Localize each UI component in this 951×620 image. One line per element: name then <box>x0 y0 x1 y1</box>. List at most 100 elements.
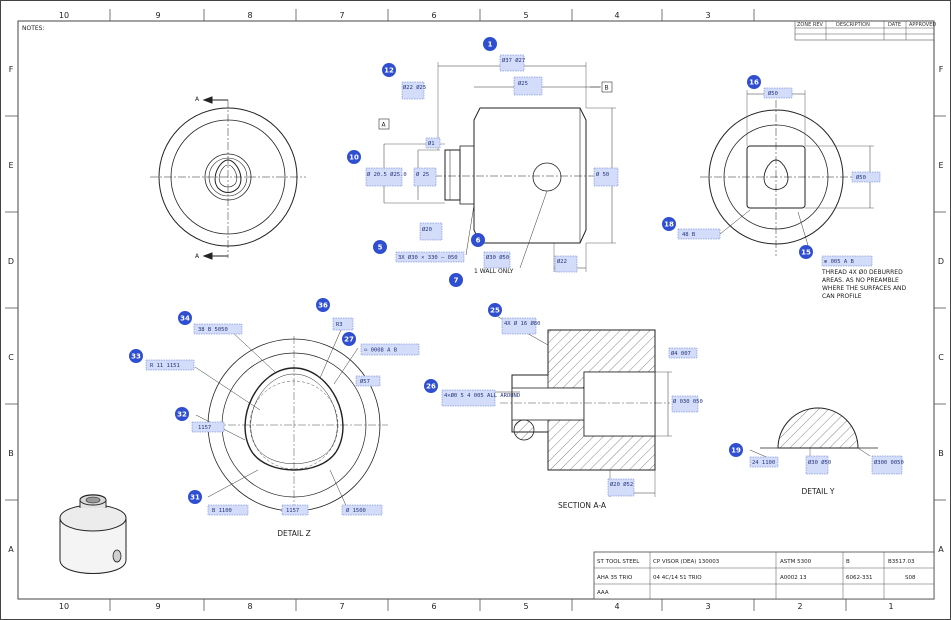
zone-left-1: E <box>8 161 13 170</box>
zone-top-5: 5 <box>523 11 528 20</box>
callout-19[interactable]: 19 24 1100 <box>729 443 779 468</box>
tb-r1-c4: B3517.03 <box>888 559 915 565</box>
callout-15-text: ⊕ 005 A B <box>824 259 854 265</box>
note-15-line-2: AREAS. AS NO PREAMBLE <box>822 277 899 284</box>
tb-r3-c0: AAA <box>597 590 609 596</box>
zone-bottom-0: 10 <box>59 602 69 611</box>
callout-36[interactable]: 36 R3 <box>316 298 354 331</box>
datum-a: A <box>378 118 390 130</box>
detail-y-view <box>749 407 878 474</box>
tb-r1-c1: CP VISOR (DEA) 130003 <box>653 559 720 565</box>
tb-r2-c1: 04 4C/14 51 TRIO <box>653 575 702 581</box>
revision-table: ZONE REV DESCRIPTION DATE APPROVED <box>794 20 936 41</box>
callout-36-text: R3 <box>336 322 343 328</box>
callout-16-text: Ø50 <box>768 90 778 97</box>
callout-15[interactable]: 15 ⊕ 005 A B <box>799 245 873 267</box>
zone-bottom-7: 3 <box>705 602 710 611</box>
zone-top-6: 4 <box>614 11 619 20</box>
zone-top-1: 9 <box>155 11 160 20</box>
callout-1[interactable]: 1 Ø37 Ø27 <box>483 37 525 72</box>
zone-left-2: D <box>8 257 14 266</box>
zone-bottom-4: 6 <box>431 602 436 611</box>
callout-12[interactable]: 12 Ø22 Ø25 <box>382 63 426 100</box>
callout-1-text: Ø37 Ø27 <box>502 57 525 64</box>
dimension-labels: Ø1 Ø25 Ø 50 Ø 25 Ø20 Ø22 Ø50 Ø4 007 Ø 03… <box>281 76 904 516</box>
zone-right-1: E <box>938 161 943 170</box>
callout-5-text: 3X Ø30 × 330 – 050 <box>398 254 458 261</box>
balloon-19: 19 <box>731 447 741 455</box>
zone-left-4: B <box>8 449 14 458</box>
balloon-7: 7 <box>454 277 459 285</box>
dim-sec1: Ø4 007 <box>671 350 691 357</box>
callout-7[interactable]: 7 1 WALL ONLY <box>449 268 514 287</box>
zone-top-3: 7 <box>339 11 344 20</box>
balloon-26: 26 <box>426 383 436 391</box>
callout-25[interactable]: 25 4X Ø 16 Ø80 <box>488 303 540 335</box>
zone-bottom-3: 7 <box>339 602 344 611</box>
callout-6-text: Ø30 Ø50 <box>486 254 509 261</box>
callout-33[interactable]: 33 R 11 1151 <box>129 349 195 371</box>
note-15-line-3: WHERE THE SURFACES AND <box>822 285 907 292</box>
callout-18[interactable]: 18 48 B <box>662 217 721 240</box>
dim-z2: 1157 <box>286 508 299 514</box>
zone-labels-top: 10 9 8 7 6 5 4 3 <box>59 11 711 20</box>
tb-r1-c0: ST TOOL STEEL <box>597 559 640 565</box>
dim-sec2: Ø 030 050 <box>673 398 703 405</box>
tb-r2-c0: AHA 35 TRIO <box>597 575 633 581</box>
balloon-5: 5 <box>378 244 383 252</box>
balloon-10: 10 <box>349 154 359 162</box>
rev-header-approved: APPROVED <box>909 22 936 28</box>
title-block: ST TOOL STEEL CP VISOR (DEA) 130003 ASTM… <box>593 551 935 600</box>
tb-r2-c4: S08 <box>905 575 916 581</box>
callout-5[interactable]: 5 3X Ø30 × 330 – 050 <box>373 240 465 263</box>
callout-31-text: B 1100 <box>212 508 232 514</box>
zone-right-0: F <box>939 65 944 74</box>
section-a-a-view <box>494 314 672 497</box>
zone-bottom-6: 4 <box>614 602 619 611</box>
balloon-12: 12 <box>384 67 394 75</box>
callout-31[interactable]: 31 B 1100 <box>188 490 249 516</box>
callout-10[interactable]: 10 Ø 20.5 Ø25.0 <box>347 150 407 187</box>
front-view <box>150 96 306 260</box>
dim-z3: Ø 1500 <box>346 507 366 514</box>
callout-25-text: 4X Ø 16 Ø80 <box>504 320 540 327</box>
zone-bottom-1: 9 <box>155 602 160 611</box>
zone-labels-side: F E D C B A F E D C B A <box>8 65 944 554</box>
dim-y1: Ø30 Ø50 <box>808 459 831 466</box>
balloon-33: 33 <box>131 353 141 361</box>
zone-top-2: 8 <box>247 11 252 20</box>
zone-bottom-8: 2 <box>797 602 802 611</box>
tb-r2-c2: A0002 13 <box>780 575 807 581</box>
section-marker-a-bottom: A <box>195 253 200 260</box>
callout-27[interactable]: 27 ⌓ 0008 A B <box>342 332 420 356</box>
callout-26[interactable]: 26 4×Ø0 5 4 005 ALL AROUND <box>424 379 520 407</box>
callout-32-text: 1157 <box>198 425 211 431</box>
rev-header-desc: DESCRIPTION <box>836 22 870 28</box>
dim-z1: Ø57 <box>360 378 370 385</box>
tb-r2-c3: 6062-331 <box>846 575 872 581</box>
dim-e2: Ø25 <box>518 80 528 87</box>
end-view <box>700 90 874 256</box>
zone-right-2: D <box>938 257 944 266</box>
callout-32[interactable]: 32 1157 <box>175 407 225 433</box>
note-15-line-4: CAN PROFILE <box>822 293 862 300</box>
callout-34[interactable]: 34 38 B 5050 <box>178 311 243 335</box>
callout-10-text: Ø 20.5 Ø25.0 <box>367 171 407 178</box>
zone-left-0: F <box>9 65 14 74</box>
callout-16[interactable]: 16 Ø50 <box>747 75 793 99</box>
balloon-31: 31 <box>190 494 200 502</box>
balloon-6: 6 <box>476 237 481 245</box>
balloon-27: 27 <box>344 336 354 344</box>
zone-bottom-5: 5 <box>523 602 528 611</box>
notes-label: NOTES: <box>22 25 45 32</box>
callout-18-text: 48 B <box>682 232 696 238</box>
dim-e6: Ø22 <box>557 258 567 265</box>
dim-e3: Ø 50 <box>596 171 609 178</box>
zone-ticks <box>5 9 946 611</box>
balloon-15: 15 <box>801 249 811 257</box>
tb-r1-c2: ASTM 5300 <box>780 559 812 565</box>
note-15: THREAD 4X Ø0 DEBURRED AREAS. AS NO PREAM… <box>821 269 907 300</box>
callout-6[interactable]: 6 Ø30 Ø50 <box>471 233 511 269</box>
